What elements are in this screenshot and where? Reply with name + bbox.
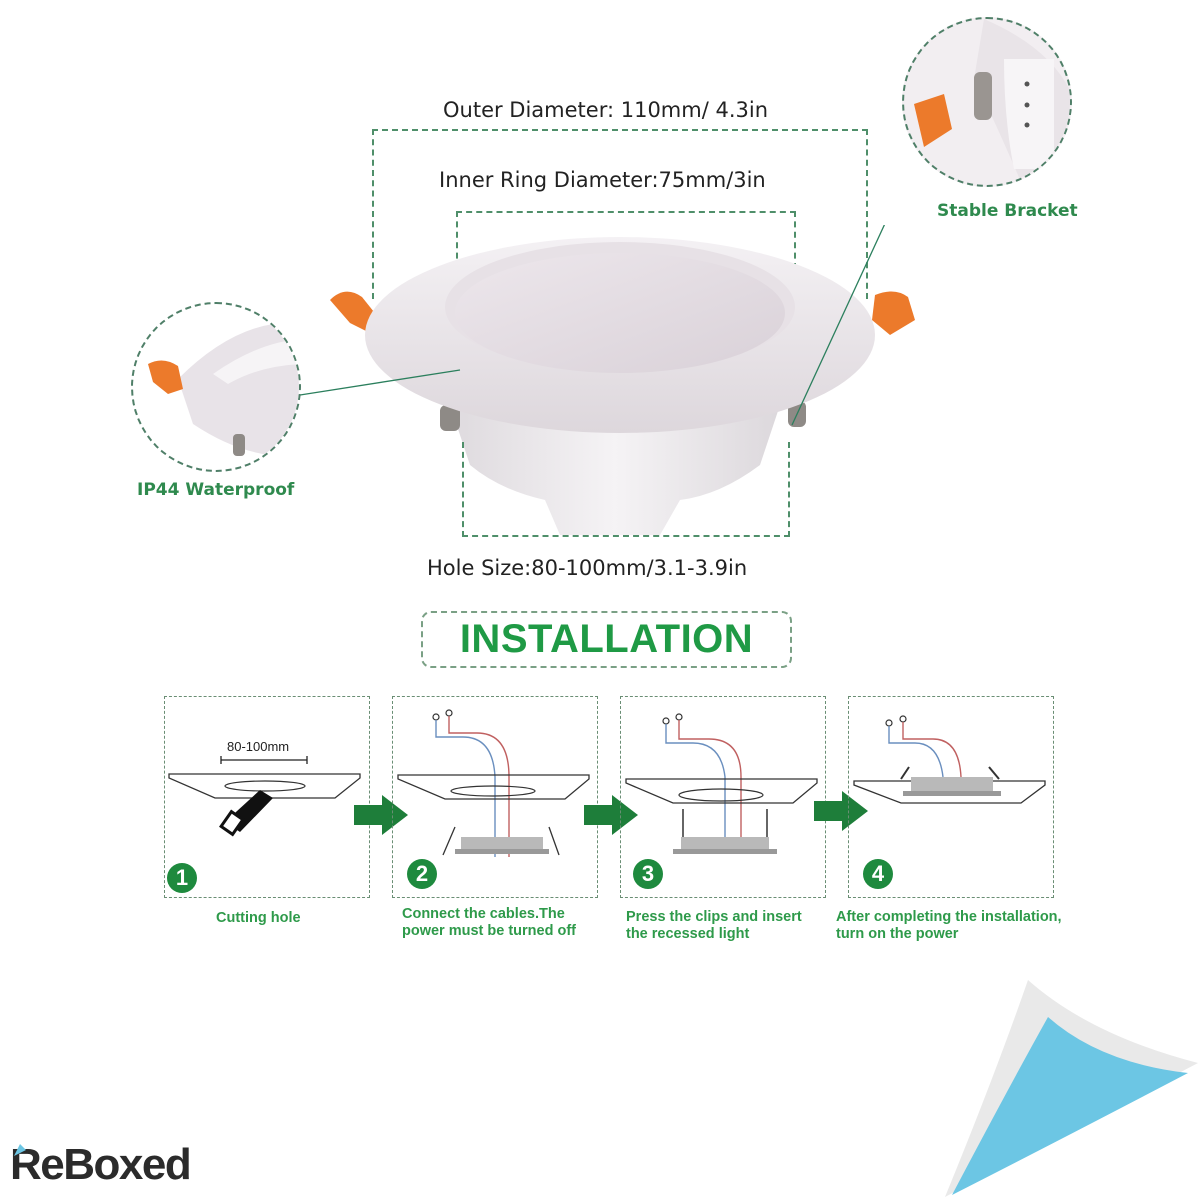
stable-bracket-label: Stable Bracket bbox=[937, 201, 1078, 221]
hole-size-label: Hole Size:80-100mm/3.1-3.9in bbox=[427, 556, 748, 580]
step-2-caption-line1: Connect the cables.The bbox=[402, 906, 565, 922]
step-3-caption-line2: the recessed light bbox=[626, 926, 750, 942]
step-4-caption-line1: After completing the installation, bbox=[836, 909, 1062, 925]
step-1-number-badge: 1 bbox=[167, 863, 197, 893]
installation-title-frame: INSTALLATION bbox=[421, 611, 792, 668]
hole-size-bracket bbox=[462, 442, 790, 537]
step-4-caption-line2: turn on the power bbox=[836, 926, 959, 942]
saw-icon bbox=[219, 790, 273, 837]
cut-measure-label: 80-100mm bbox=[227, 739, 290, 754]
step-4-number-badge: 4 bbox=[863, 859, 893, 889]
step-2-caption-line2: power must be turned off bbox=[402, 923, 576, 939]
waterproof-closeup-image bbox=[148, 322, 299, 456]
reboxed-logo: ReBoxed bbox=[10, 1140, 192, 1190]
page-curl-corner-icon bbox=[945, 980, 1198, 1197]
outer-diameter-label: Outer Diameter: 110mm/ 4.3in bbox=[443, 98, 769, 122]
step-4-panel: 4 bbox=[848, 696, 1054, 898]
step-2-number-badge: 2 bbox=[407, 859, 437, 889]
outer-diameter-bracket bbox=[372, 129, 868, 299]
logo-corner-accent-icon bbox=[14, 1144, 26, 1156]
ip44-waterproof-label: IP44 Waterproof bbox=[137, 480, 295, 500]
step-3-number-badge: 3 bbox=[633, 859, 663, 889]
step-1-panel: 80-100mm 1 bbox=[164, 696, 370, 898]
bracket-closeup-image bbox=[914, 19, 1070, 185]
brand-name: ReBoxed bbox=[10, 1140, 192, 1189]
cutting-hole-diagram bbox=[168, 756, 361, 837]
arrow-right-icon bbox=[354, 795, 408, 835]
downlight-product-image bbox=[300, 225, 915, 535]
installation-title: INSTALLATION bbox=[459, 617, 754, 661]
ip44-waterproof-detail bbox=[131, 302, 301, 472]
arrow-right-icon bbox=[584, 795, 638, 835]
insert-light-diagram bbox=[625, 713, 818, 854]
arrow-right-icon bbox=[814, 791, 868, 831]
step-2-panel: 2 bbox=[392, 696, 598, 898]
stable-bracket-detail bbox=[902, 17, 1072, 187]
connect-cables-diagram bbox=[397, 709, 590, 857]
step-1-caption: Cutting hole bbox=[216, 910, 301, 926]
step-3-caption-line1: Press the clips and insert bbox=[626, 909, 802, 925]
step-3-panel: 3 bbox=[620, 696, 826, 898]
installed-light-diagram bbox=[853, 715, 1046, 804]
inner-ring-diameter-label: Inner Ring Diameter:75mm/3in bbox=[439, 168, 766, 192]
